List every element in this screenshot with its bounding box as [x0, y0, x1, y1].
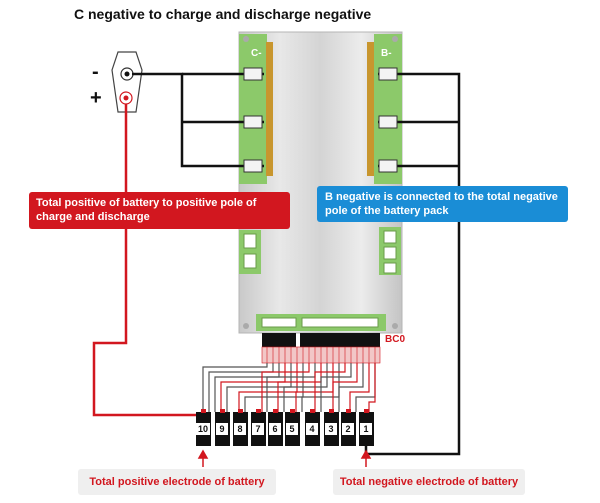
cell-number: 4	[306, 423, 318, 435]
positive-callout-line1: Total positive of battery to positive po…	[36, 197, 257, 209]
cell-number: 1	[360, 423, 372, 435]
port-plus-sign: +	[90, 87, 102, 109]
c-minus-pcb-strip	[239, 34, 267, 184]
cell-number: 6	[269, 423, 281, 435]
positive-callout: Total positive of battery to positive po…	[29, 192, 290, 229]
cell-terminals	[201, 409, 369, 413]
cell-number: 9	[216, 423, 228, 435]
total-negative-label: Total negative electrode of battery	[333, 469, 525, 495]
negative-arrow-icon	[360, 449, 372, 467]
b-minus-copper-bar	[367, 42, 374, 176]
negative-callout-line1: B negative is connected to the total neg…	[325, 191, 558, 203]
cell-number: 8	[234, 423, 246, 435]
cell-number: 7	[252, 423, 264, 435]
cell-number: 3	[325, 423, 337, 435]
balance-connector	[261, 333, 381, 364]
positive-wire	[92, 104, 203, 417]
bms-board	[238, 31, 403, 334]
cell-number: 10	[196, 423, 210, 435]
terminal-clips	[243, 67, 398, 173]
cell-number: 2	[342, 423, 354, 435]
port-minus-sign: -	[92, 61, 99, 83]
balance-wires	[202, 363, 376, 412]
positive-callout-line2: charge and discharge	[36, 211, 150, 223]
negative-callout-line2: pole of the battery pack	[325, 205, 449, 217]
c-minus-label: C-	[251, 48, 262, 59]
cell-number: 5	[286, 423, 298, 435]
charge-discharge-port	[111, 51, 143, 113]
b-minus-label: B-	[381, 48, 392, 59]
positive-arrow-icon	[197, 449, 209, 467]
diagram-title: C negative to charge and discharge negat…	[74, 6, 372, 22]
negative-callout: B negative is connected to the total neg…	[317, 186, 568, 222]
total-positive-label: Total positive electrode of battery	[78, 469, 276, 495]
c-minus-copper-bar	[266, 42, 273, 176]
bc0-label: BC0	[385, 334, 406, 345]
b-minus-pcb-strip	[374, 34, 402, 184]
